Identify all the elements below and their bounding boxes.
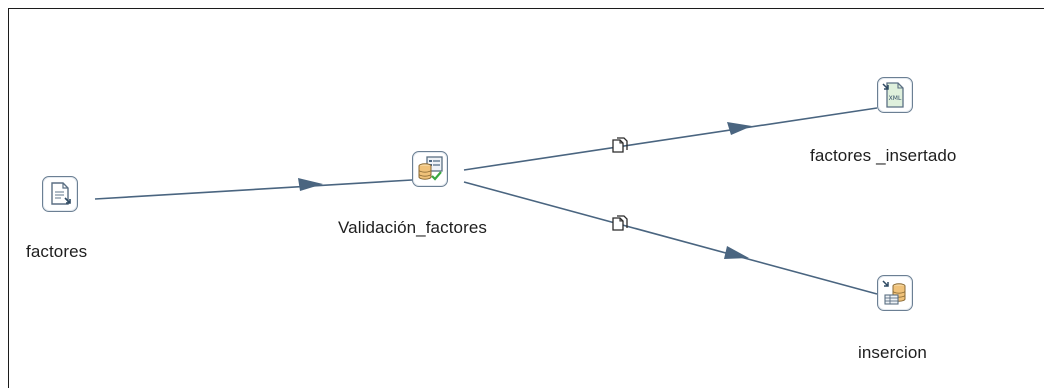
step-label-insercion: insercion [858, 343, 927, 362]
step-factores-insertado[interactable]: XML [877, 77, 913, 113]
xml-output-icon: XML [882, 82, 904, 108]
step-label-factores: factores [26, 242, 88, 261]
text-file-input-icon [51, 182, 71, 205]
check-icon [431, 171, 442, 181]
copy-rows-icon[interactable] [610, 136, 630, 156]
svg-text:XML: XML [889, 95, 902, 102]
table-output-icon [882, 280, 906, 305]
copy-rows-icon[interactable] [610, 214, 630, 234]
data-validator-icon [418, 156, 443, 181]
step-label-factores-insertado: factores _insertado [810, 146, 957, 165]
step-insercion[interactable] [877, 275, 913, 311]
step-validacion-factores[interactable] [412, 151, 448, 187]
step-factores[interactable] [42, 176, 78, 212]
step-label-validacion-factores: Validación_factores [338, 218, 488, 237]
